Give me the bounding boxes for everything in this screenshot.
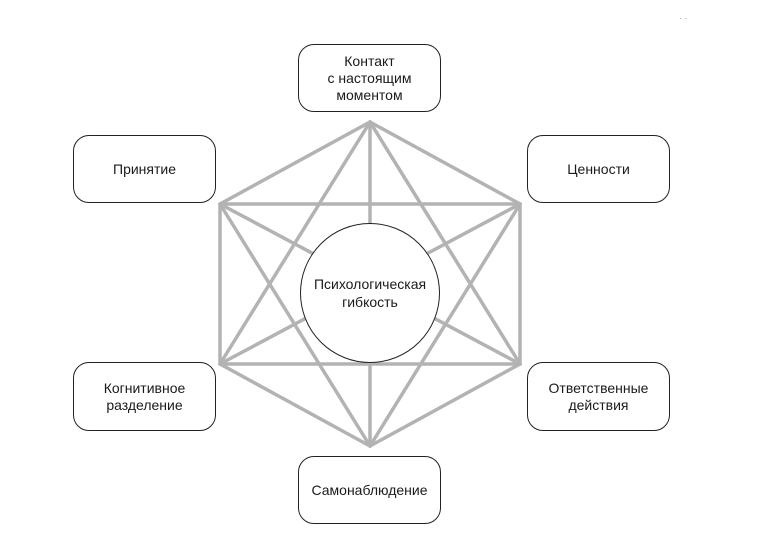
edge-contact-acceptance: [218, 120, 372, 206]
node-acceptance: Принятие: [73, 135, 216, 203]
edge-contact-values: [368, 120, 522, 206]
node-self-as-context: Самонаблюдение: [298, 456, 441, 524]
node-cognitive-defusion: Когнитивное разделение: [73, 362, 216, 431]
edge-committed-action-self-as-context: [368, 362, 522, 448]
edge-self-as-context-acceptance: [218, 202, 372, 448]
corner-mark: · ·: [679, 13, 688, 23]
center-psychological-flexibility: Психологическая гибкость: [300, 223, 440, 363]
edge-self-as-context-defusion: [218, 362, 372, 448]
node-values: Ценности: [527, 135, 670, 203]
node-contact-present-moment: Контакт с настоящим моментом: [298, 44, 441, 112]
node-committed-action: Ответственные действия: [527, 362, 670, 431]
